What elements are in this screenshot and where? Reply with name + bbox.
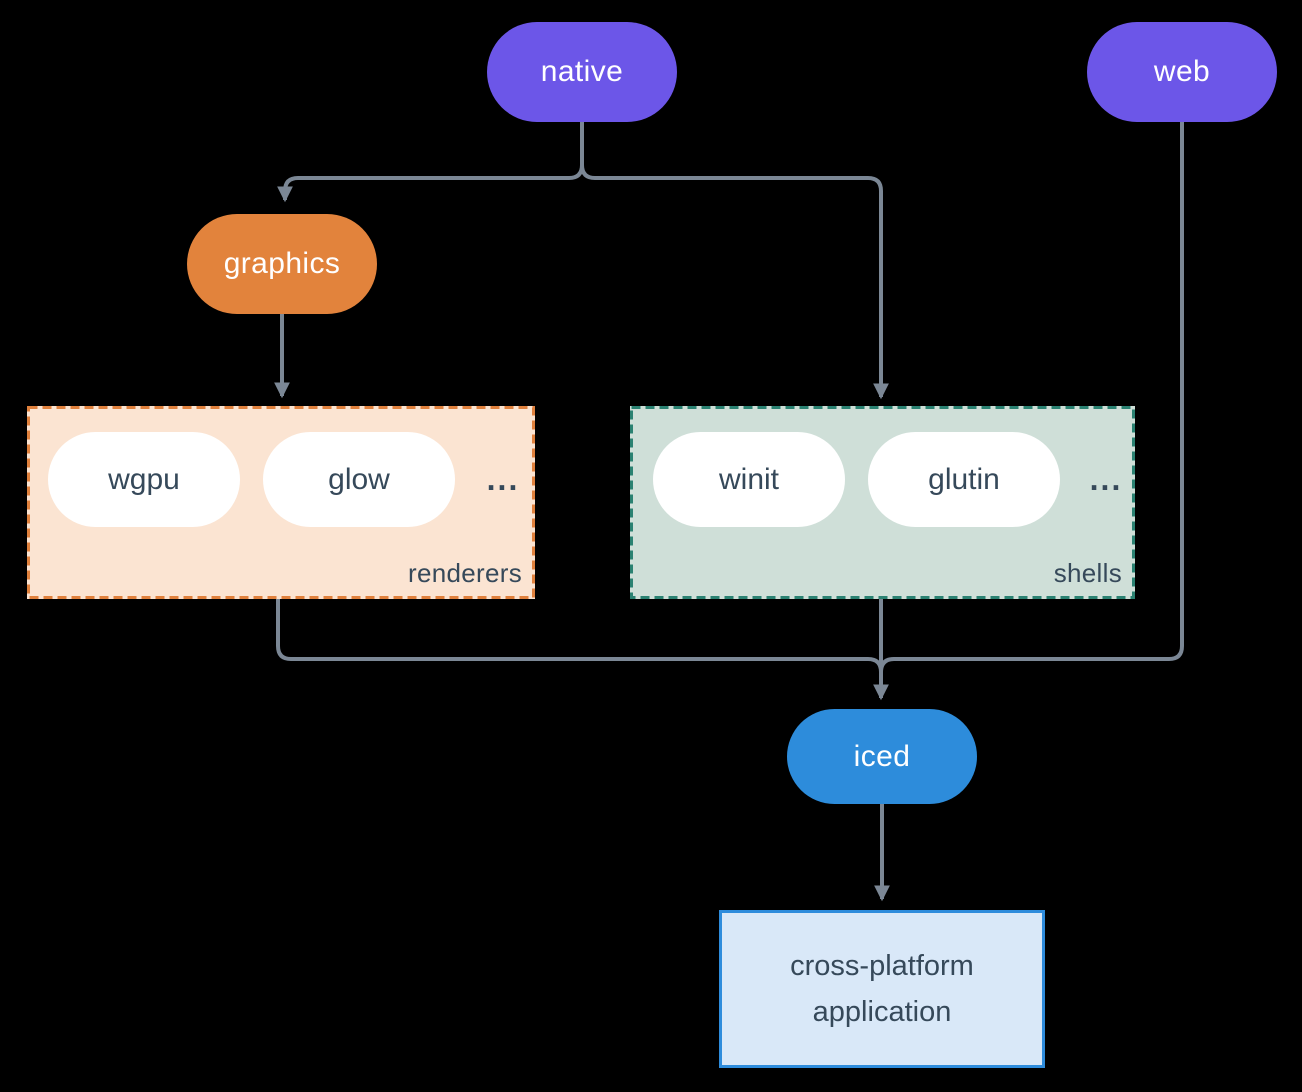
- node-wgpu: wgpu: [48, 432, 240, 527]
- node-application-line1: cross-platform: [790, 950, 974, 982]
- edge-native-to-graphics: [277, 122, 584, 203]
- node-winit: winit: [653, 432, 845, 527]
- group-renderers: wgpu glow ... renderers: [27, 406, 535, 599]
- node-glutin-label: glutin: [928, 462, 1000, 496]
- node-graphics-label: graphics: [223, 247, 341, 280]
- renderers-group-label: renderers: [408, 558, 522, 588]
- renderers-ellipsis: ...: [486, 461, 520, 497]
- node-web: web: [1087, 22, 1277, 122]
- node-glow: glow: [263, 432, 455, 527]
- node-native-label: native: [540, 55, 624, 88]
- group-shells: winit glutin ... shells: [630, 406, 1135, 599]
- node-glow-label: glow: [328, 462, 390, 496]
- node-application: cross-platform application: [719, 910, 1045, 1068]
- edge-renderers-to-iced: [276, 599, 883, 682]
- node-native: native: [487, 22, 677, 122]
- node-web-label: web: [1153, 55, 1211, 88]
- node-glutin: glutin: [868, 432, 1060, 527]
- node-graphics: graphics: [187, 214, 377, 314]
- node-application-line2: application: [812, 996, 952, 1028]
- node-iced: iced: [787, 709, 977, 804]
- node-iced-label: iced: [853, 739, 911, 773]
- node-winit-label: winit: [718, 462, 779, 496]
- edge-native-to-shells: [580, 122, 889, 400]
- node-wgpu-label: wgpu: [108, 462, 180, 496]
- shells-ellipsis: ...: [1089, 461, 1123, 497]
- shells-group-label: shells: [1053, 558, 1122, 588]
